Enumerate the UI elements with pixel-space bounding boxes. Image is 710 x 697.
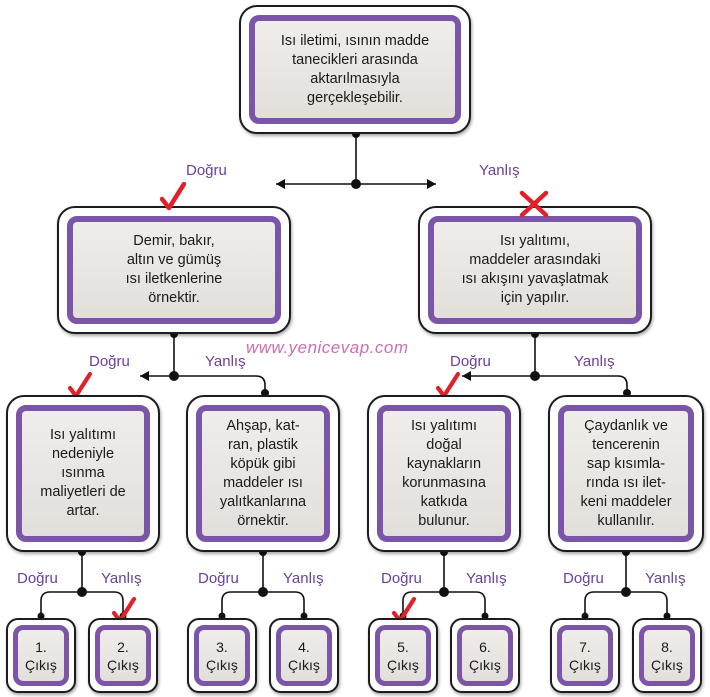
check-icon [160, 182, 186, 211]
label-true-level2-b: Doğru [450, 353, 491, 370]
label-true-exit-3: Doğru [381, 570, 422, 587]
exit-box-3: 3.Çıkış [187, 618, 257, 693]
label-false-level2-a: Yanlış [205, 353, 246, 370]
statement-box-level2-2: Ahşap, kat- ran, plastik köpük gibi madd… [186, 395, 340, 552]
exit-box-6: 6.Çıkış [450, 618, 520, 693]
exit-box-4: 4.Çıkış [269, 618, 339, 693]
label-true-level2-a: Doğru [89, 353, 130, 370]
label-true-exit-4: Doğru [563, 570, 604, 587]
statement-box-level2-3: Isı yalıtımı doğal kaynakların korunması… [367, 395, 521, 552]
exit-box-5: 5.Çıkış [368, 618, 438, 693]
label-true-exit-1: Doğru [17, 570, 58, 587]
statement-box-level1-true: Demir, bakır, altın ve gümüş ısı iletken… [57, 206, 291, 334]
exit-box-7: 7.Çıkış [550, 618, 620, 693]
cross-icon [519, 190, 549, 218]
exit-box-2: 2.Çıkış [88, 618, 158, 693]
label-false-exit-2: Yanlış [283, 570, 324, 587]
label-false-level1: Yanlış [479, 162, 520, 179]
exit-box-1: 1.Çıkış [6, 618, 76, 693]
root-statement-text: Isı iletimi, ısının madde tanecikleri ar… [249, 15, 461, 124]
statement-box-level2-4: Çaydanlık ve tencerenin sap kısımla- rın… [548, 395, 704, 552]
exit-box-8: 8.Çıkış [632, 618, 702, 693]
label-false-exit-1: Yanlış [101, 570, 142, 587]
watermark-text: www.yenicevap.com [246, 338, 409, 357]
statement-box-level1-false: Isı yalıtımı, maddeler arasındaki ısı ak… [418, 206, 652, 334]
label-true-level1: Doğru [186, 162, 227, 179]
root-statement-box: Isı iletimi, ısının madde tanecikleri ar… [239, 5, 471, 134]
label-false-level2-b: Yanlış [574, 353, 615, 370]
label-false-exit-3: Yanlış [466, 570, 507, 587]
statement-box-level2-1: Isı yalıtımı nedeniyle ısınma maliyetler… [6, 395, 160, 552]
label-true-exit-2: Doğru [198, 570, 239, 587]
label-false-exit-4: Yanlış [645, 570, 686, 587]
